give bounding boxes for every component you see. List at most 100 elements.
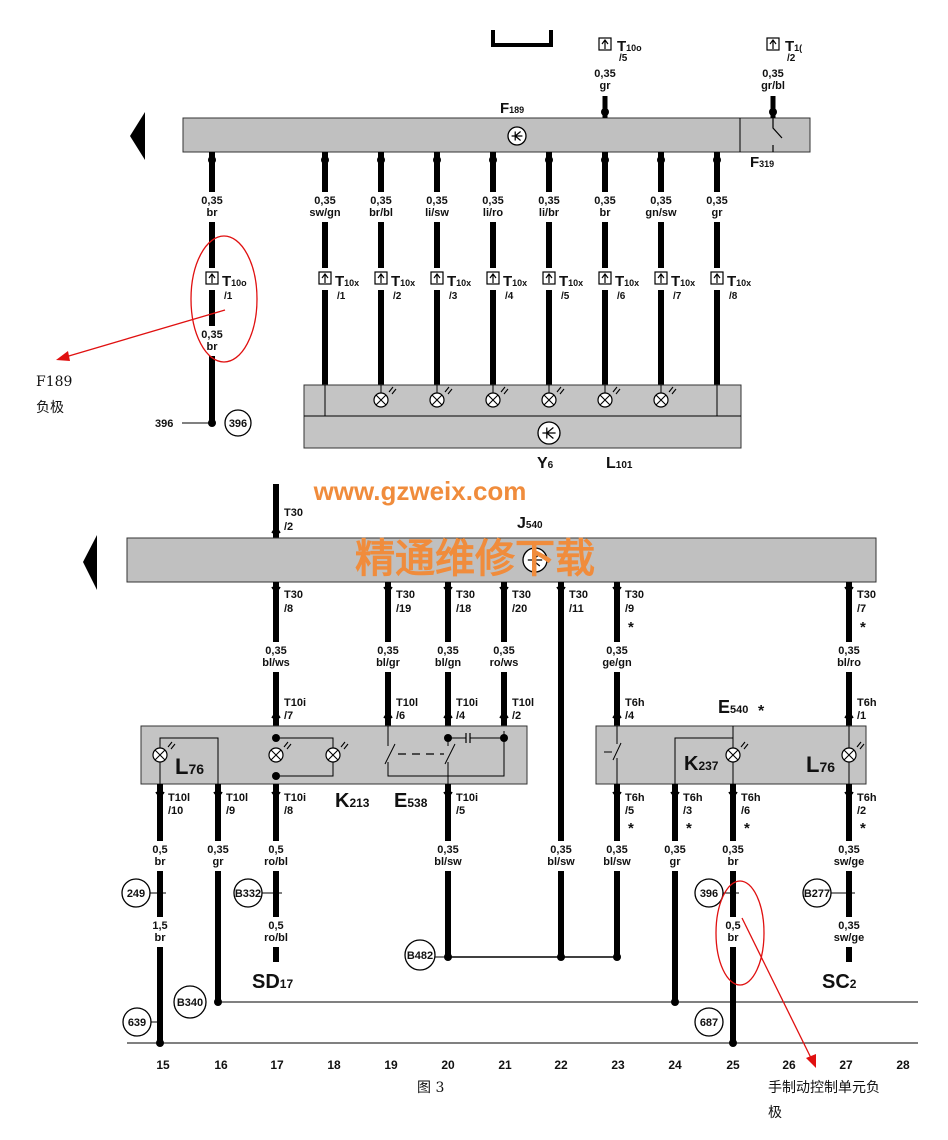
wire-gauge: 0,35 [838,920,859,932]
connector-label: T10l [168,792,190,804]
connector-fork-icon [271,586,281,592]
annotation-ellipse [190,235,258,363]
ref-circle-label: B277 [804,888,830,900]
connector-label: T10i [456,697,478,709]
arrow-up-icon [433,273,441,283]
l76-label-2: L76 [806,752,835,777]
connector-label: T30 [625,589,644,601]
transistor-icon [511,131,523,141]
ref-639 [122,1007,152,1037]
wire-color: li/sw [425,207,449,219]
lamp-rays-icon [843,741,865,761]
label-gap [824,917,874,947]
junction-dot [500,734,508,742]
junction-dot [601,156,609,164]
junction-dot [208,156,216,164]
wire-color: br [600,207,612,219]
t30-feed-pin: /2 [284,521,293,533]
e540-optional-marker: * [758,703,765,720]
wire-gauge: 0,35 [437,844,458,856]
connector-label: T10x [391,273,415,290]
k213-label-sub: 213 [349,796,369,810]
junction-dot [601,108,609,116]
connector-pin: /1 [857,710,866,722]
column-number: 20 [441,1058,455,1072]
wire-color: sw/gn [309,207,340,219]
connector-label: T30 [456,589,475,601]
y6-label-sub: 6 [548,460,554,471]
connector-label-sub: 10x [512,278,527,288]
label-gap [356,192,406,222]
k213-label: K213 [335,790,370,812]
junction-dot [657,156,665,164]
arrow-up-icon [769,39,777,49]
label-gap [423,841,473,871]
wire-color: bl/sw [603,856,631,868]
connector-fork-icon [213,791,223,797]
connector-label: T6h [625,697,645,709]
optional-marker: * [744,820,750,837]
connector-fork-icon [556,586,566,592]
arrow-up-icon [489,273,497,283]
connector-pin: /5 [456,805,465,817]
wire-gauge: 0,35 [550,844,571,856]
lamp-rays-icon [599,386,621,406]
ref-circle-label: 396 [700,888,718,900]
label-gap [193,841,243,871]
connector-label: T10l [396,697,418,709]
watermark-text: 精通维修下载 [355,535,595,582]
wire-color: ro/bl [264,856,288,868]
lamp-rays-icon [727,741,749,761]
wire-color: gr [670,856,682,868]
l101-label-sub: 101 [616,460,633,471]
connector-pin: /6 [617,291,626,302]
connector-pin: /9 [625,603,634,615]
wire-color: sw/ge [834,856,865,868]
connector-pin: /1 [337,291,346,302]
annotation-ellipse [715,880,765,986]
connector-label: T30 [857,589,876,601]
label-gap [824,642,874,672]
lamp-rays-icon [327,741,349,761]
connector-fork-icon [844,791,854,797]
arrow-up-icon [208,273,216,283]
ref-639-label: 639 [128,1017,146,1029]
connector-arrow-up-icon [443,710,453,719]
l76-label: L76 [175,754,204,779]
label-gap [692,192,742,222]
lamp-rays-icon [375,386,397,406]
junction-dot [214,998,222,1006]
connector-label: T10x [615,273,639,290]
wire-color: gr [712,207,724,219]
continuation-arrow-left-icon [130,112,145,160]
label-gap [135,841,185,871]
connector-pin: /5 [561,291,570,302]
feed-connector-pin: /5 [619,53,628,64]
label-gap [251,642,301,672]
wire-color: gr [213,856,225,868]
connector-fork-icon [155,791,165,797]
wire-gauge: 0,35 [706,195,727,207]
bracket-top [491,30,553,47]
transistor-icon [527,553,543,567]
arrow-up-icon [377,273,385,283]
transistor-icon [542,427,556,439]
connector-arrow-up-icon [499,710,509,719]
connector-pin: /7 [284,710,293,722]
wire-color: ge/gn [602,657,632,669]
e540-switch-circuit [604,726,733,790]
wire-color: br [207,341,219,353]
label-gap [423,642,473,672]
wire-gauge: 0,35 [370,195,391,207]
arrow-up-icon [713,273,721,283]
junction-dot [377,156,385,164]
e540-label-main: E [718,697,730,717]
connector-label: T30 [569,589,588,601]
wire-color: bl/gr [376,657,401,669]
arrow-up-icon [545,273,553,283]
column-number: 19 [384,1058,398,1072]
connector-fork-icon [612,586,622,592]
connector-fork-icon [499,586,509,592]
figure-caption: 图 3 [417,1080,444,1096]
